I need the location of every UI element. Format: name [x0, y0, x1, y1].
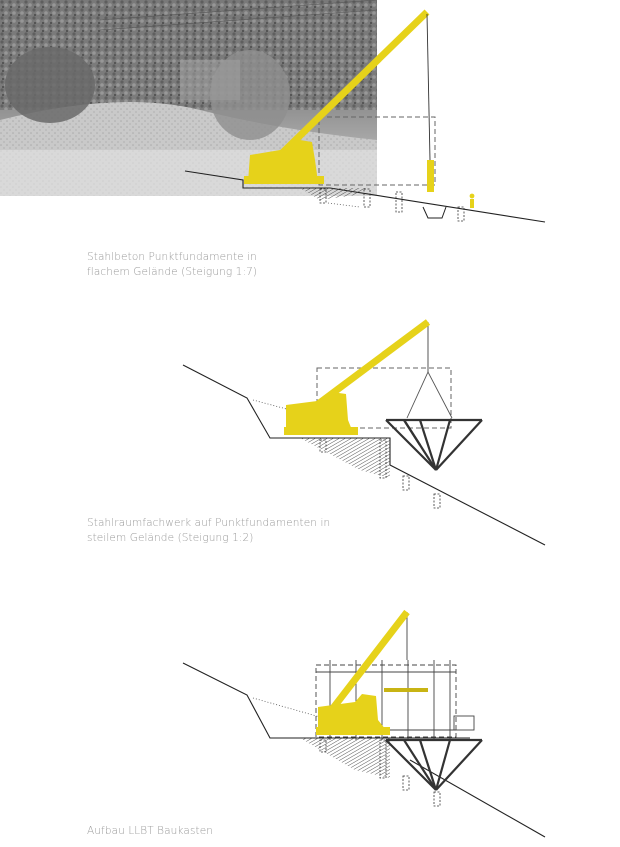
- hatch-area: [300, 738, 390, 778]
- module-outline: [316, 367, 452, 429]
- scene-flat-terrain: [184, 9, 546, 223]
- trough-element: [422, 206, 447, 219]
- caption-line: Stahlraumfachwerk auf Punktfundamenten i…: [87, 517, 331, 529]
- scene-assembly: [182, 609, 546, 838]
- caption-steep-terrain: Stahlraumfachwerk auf Punktfundamenten i…: [87, 516, 330, 546]
- person-figure: [469, 193, 475, 208]
- space-truss: [385, 738, 483, 791]
- scene-steep-terrain: [182, 319, 546, 546]
- caption-line: Stahlbeton Punktfundamente in: [87, 251, 257, 263]
- caption-line: steilem Gelände (Steigung 1:2): [87, 532, 254, 544]
- crane: [284, 319, 431, 435]
- caption-line: Aufbau LLBT Baukasten: [87, 825, 214, 837]
- point-foundation: [319, 188, 465, 222]
- space-truss: [385, 418, 483, 471]
- caption-line: flachem Gelände (Steigung 1:7): [87, 266, 258, 278]
- terrain-line: [184, 170, 546, 223]
- crane: [316, 609, 410, 735]
- caption-flat-terrain: Stahlbeton Punktfundamente in flachem Ge…: [87, 250, 257, 280]
- site-photo: [0, 0, 377, 196]
- crane: [244, 9, 434, 192]
- module-outline: [318, 116, 436, 186]
- hatch-area: [300, 188, 370, 200]
- beam-element: [384, 688, 428, 692]
- caption-assembly: Aufbau LLBT Baukasten: [87, 824, 213, 839]
- hatch-area: [300, 438, 390, 478]
